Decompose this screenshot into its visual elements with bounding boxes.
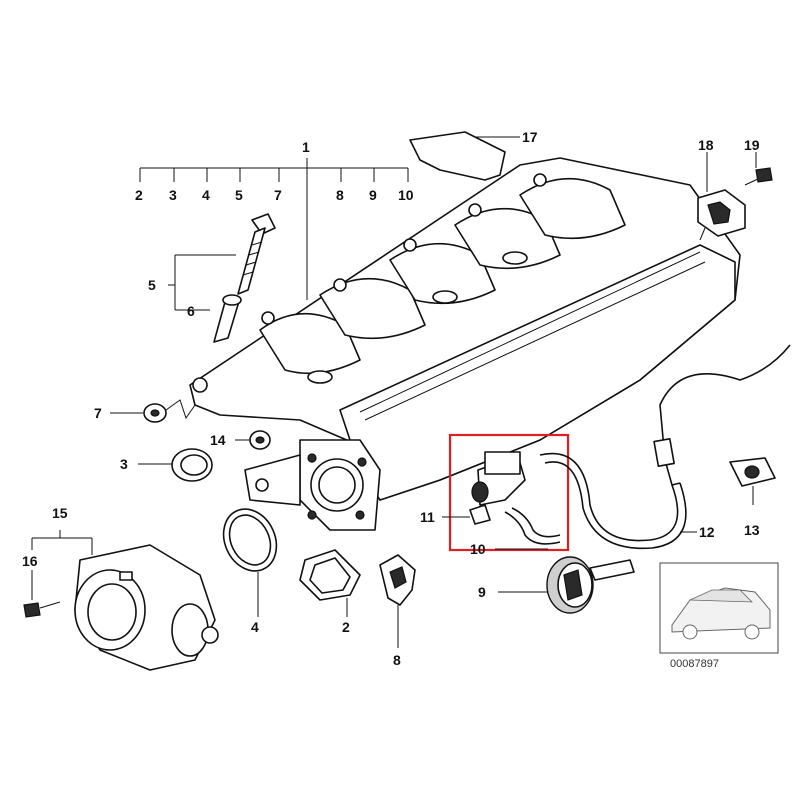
callout-11: 11 — [420, 509, 435, 525]
callout-13: 13 — [744, 522, 760, 538]
callout-15: 15 — [52, 505, 68, 521]
part-14-grommet — [235, 430, 271, 450]
callout-6: 6 — [187, 303, 195, 319]
callout-5: 5 — [148, 277, 156, 293]
part-19-screw — [744, 152, 773, 186]
callout-4-top: 4 — [202, 187, 210, 203]
part-6-sleeve — [213, 294, 242, 343]
callout-1: 1 — [302, 139, 310, 155]
callout-2-top: 2 — [135, 187, 143, 203]
part-17-cover — [409, 131, 520, 181]
callout-3-top: 3 — [169, 187, 177, 203]
callout-tree-1 — [139, 158, 409, 300]
part-13-clamp — [729, 457, 776, 505]
callout-12: 12 — [699, 524, 715, 540]
callout-9-top: 9 — [369, 187, 377, 203]
intake-manifold — [189, 157, 741, 531]
callout-16: 16 — [22, 553, 38, 569]
callout-7-top: 7 — [274, 187, 282, 203]
callout-18: 18 — [698, 137, 714, 153]
part-9-pressure-converter — [498, 556, 635, 614]
part-12-hose-line — [539, 344, 791, 550]
part-7-grommet — [110, 399, 196, 423]
callout-3: 3 — [120, 456, 128, 472]
part-11-valve — [442, 451, 526, 525]
callout-8-top: 8 — [336, 187, 344, 203]
callout-4: 4 — [251, 619, 259, 635]
highlight-box — [448, 433, 570, 552]
part-4-gasket — [222, 508, 278, 617]
callout-7: 7 — [94, 405, 102, 421]
part-16-screw — [23, 601, 61, 618]
part-15-throttle-body — [74, 544, 219, 671]
part-10-hose — [495, 507, 561, 550]
callout-8: 8 — [393, 652, 401, 668]
part-5-bolt — [237, 213, 276, 295]
part-18-bracket — [697, 152, 746, 241]
callout-5-top: 5 — [235, 187, 243, 203]
callout-tree-15-16 — [31, 530, 93, 600]
callout-tree-5-6 — [168, 254, 236, 311]
callout-10: 10 — [470, 541, 486, 557]
part-8-clip — [379, 554, 416, 648]
vehicle-thumbnail — [659, 562, 779, 654]
part-3-seal-ring — [138, 448, 213, 482]
callout-2: 2 — [342, 619, 350, 635]
callout-19: 19 — [744, 137, 760, 153]
callout-14: 14 — [210, 432, 226, 448]
part-2-gasket — [299, 549, 361, 617]
callout-10-top: 10 — [398, 187, 414, 203]
callout-9: 9 — [478, 584, 486, 600]
callout-17: 17 — [522, 129, 538, 145]
reference-number: 00087897 — [670, 658, 719, 670]
